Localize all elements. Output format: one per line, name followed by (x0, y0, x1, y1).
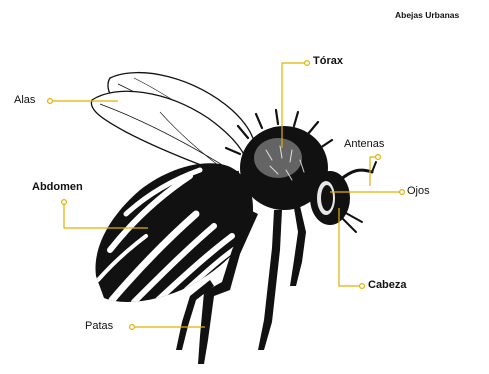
label-abdomen: Abdomen (32, 181, 83, 193)
label-torax: Tórax (313, 55, 343, 67)
label-cabeza: Cabeza (368, 279, 407, 291)
label-patas: Patas (85, 320, 113, 332)
label-antenas: Antenas (344, 138, 384, 150)
label-ojos: Ojos (407, 185, 430, 197)
brand-title: Abejas Urbanas (395, 10, 459, 20)
label-alas: Alas (14, 94, 35, 106)
